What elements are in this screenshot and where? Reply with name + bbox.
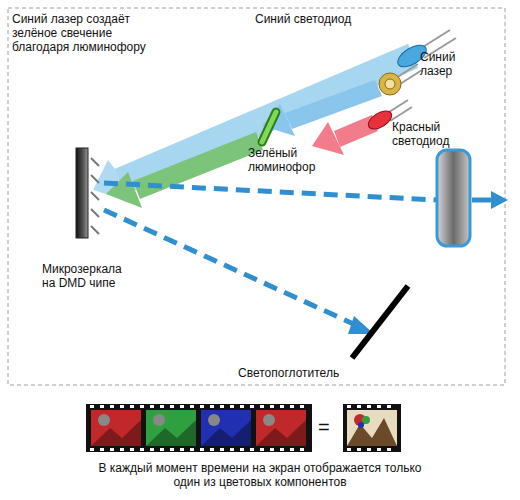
- output-arrowhead: [491, 191, 508, 209]
- blue-led-beam: [93, 44, 418, 202]
- figure-caption: В каждый момент времени на экран отображ…: [95, 461, 425, 489]
- projected-beam: [104, 183, 437, 200]
- component-label: Микрозеркала на DMD чипе: [42, 262, 134, 290]
- green-phosphor: [262, 112, 276, 142]
- projector-frame: [8, 8, 505, 385]
- red-led-arrowhead: [312, 122, 344, 155]
- rejected-beam: [104, 210, 358, 326]
- component-label: Светопоглотитель: [238, 366, 368, 380]
- green-arrowhead: [106, 172, 142, 208]
- projection-lens: [437, 150, 470, 246]
- component-label: Синий лазер: [420, 50, 470, 78]
- note-text: Синий лазер создаёт зелёное свечение бла…: [12, 12, 152, 54]
- component-label: Красный светодиод: [392, 120, 464, 148]
- equals-sign: =: [318, 416, 338, 438]
- phosphor-outline: [262, 112, 276, 142]
- combined-frame: [343, 404, 401, 452]
- light-absorber: [352, 286, 408, 358]
- laser-icon: [379, 64, 422, 95]
- output-beam: [472, 198, 494, 203]
- dmd-chip: [76, 148, 99, 238]
- component-label: Синий светодиод: [255, 12, 385, 26]
- sprocket-holes: [90, 405, 304, 451]
- color-sequence-strip: [86, 404, 312, 452]
- component-label: Зелёный люминофор: [248, 146, 328, 174]
